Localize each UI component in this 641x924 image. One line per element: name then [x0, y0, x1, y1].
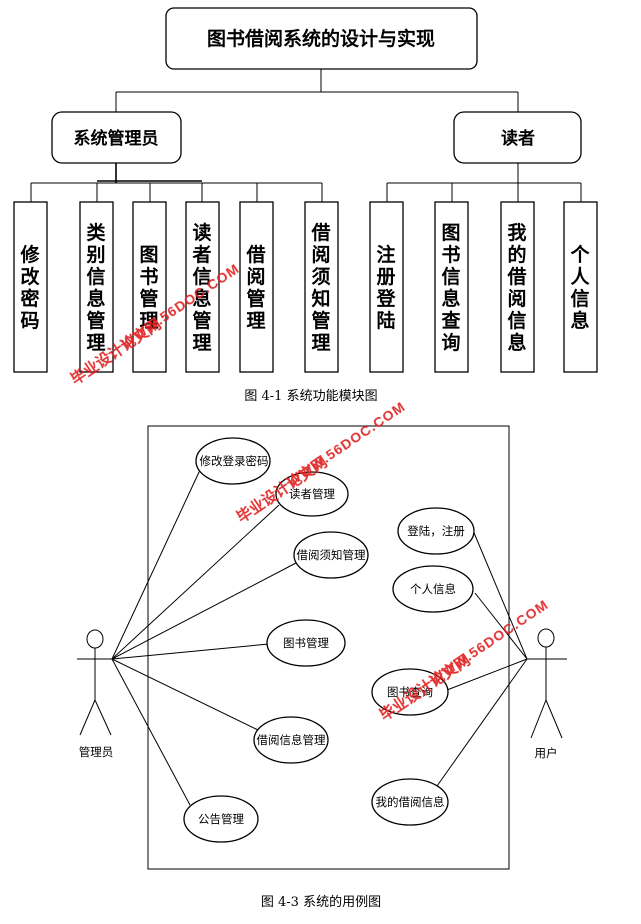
module-label-char: 信 — [86, 265, 105, 288]
module-label-char: 修 — [19, 243, 40, 266]
admin-associations — [111, 469, 297, 806]
role-node-admin-label: 系统管理员 — [74, 128, 159, 149]
root-node-label: 图书借阅系统的设计与实现 — [207, 27, 435, 50]
usecase-label: 图书管理 — [283, 636, 329, 650]
module-label-char: 别 — [85, 244, 105, 266]
module-label-char: 信 — [441, 265, 460, 288]
module-label-char: 阅 — [311, 244, 330, 266]
module-label-char: 注 — [376, 243, 395, 266]
usecase-change-password — [195, 437, 271, 485]
module-box — [132, 201, 167, 373]
module-label-char: 信 — [192, 265, 211, 288]
module-box — [79, 201, 114, 373]
module-label-char: 阅 — [246, 266, 265, 288]
usecase-label: 个人信息 — [410, 582, 456, 596]
user-associations — [436, 527, 528, 787]
module-label-char: 查 — [440, 309, 461, 332]
module-label-char: 图 — [139, 244, 158, 266]
module-label-char: 息 — [507, 331, 526, 354]
module-box — [239, 201, 274, 373]
module-label-char: 息 — [570, 309, 589, 332]
usecase-diagram: 管理员 用户 修改登录密码 读者管理 — [77, 425, 567, 910]
module-label-char: 册 — [376, 266, 395, 288]
module-box — [304, 201, 339, 373]
module-label-char: 信 — [507, 309, 526, 332]
module-label-char: 借 — [310, 221, 330, 244]
actor-user-icon — [526, 628, 567, 739]
usecase-label: 我的借阅信息 — [376, 795, 445, 809]
module-label-char: 码 — [20, 310, 39, 332]
usecase-my-borrow-info — [371, 778, 449, 826]
module-diagram: 图书借阅系统的设计与实现 系统管理员 读者 — [13, 7, 598, 404]
module-label-char: 的 — [507, 243, 526, 266]
actor-user-label: 用户 — [535, 746, 558, 760]
module-label-char: 读 — [192, 221, 211, 244]
module-label-char: 人 — [570, 266, 590, 288]
module-label-char: 管 — [246, 287, 265, 310]
module-label-char: 个 — [569, 244, 590, 266]
module-label-char: 理 — [311, 332, 330, 354]
module-label-char: 者 — [192, 244, 211, 266]
module-label-char: 询 — [441, 331, 460, 354]
module-label-char: 密 — [20, 287, 39, 310]
module-labels: 修改密码类别信息管理图书管理读者信息管理借阅管理借阅须知管理注册登陆图书信息查询… — [19, 221, 590, 354]
usecase-personal-info — [392, 565, 474, 613]
module-label-char: 书 — [441, 244, 460, 266]
module-box — [13, 201, 48, 373]
module-label-char: 息 — [441, 287, 460, 310]
usecase-notice-management — [293, 531, 369, 579]
module-label-char: 理 — [86, 332, 105, 354]
module-label-char: 管 — [192, 309, 211, 332]
module-label-char: 信 — [570, 287, 589, 310]
usecase-reader-management — [275, 471, 349, 517]
usecase-notice-announcement — [183, 795, 259, 843]
module-label-char: 管 — [311, 309, 330, 332]
module-label-char: 借 — [245, 243, 265, 266]
module-label-char: 知 — [311, 287, 330, 310]
module-label-char: 陆 — [376, 309, 395, 332]
module-label-char: 我 — [507, 222, 526, 244]
module-label-char: 理 — [139, 310, 158, 332]
usecase-label: 修改登录密码 — [200, 454, 269, 468]
usecase-label: 公告管理 — [198, 812, 244, 826]
usecase-label: 读者管理 — [289, 487, 335, 501]
usecase-login-register — [397, 507, 475, 555]
figure-caption-4-3: 图 4-3 系统的用例图 — [261, 894, 381, 910]
actor-admin-label: 管理员 — [79, 745, 114, 759]
usecase-label: 登陆，注册 — [407, 524, 465, 538]
module-label-char: 阅 — [507, 288, 526, 310]
module-label-char: 管 — [139, 287, 158, 310]
module-label-char: 借 — [506, 265, 526, 288]
module-box — [563, 201, 598, 373]
actor-admin-icon — [77, 629, 114, 736]
module-label-char: 登 — [375, 287, 396, 310]
module-label-char: 须 — [311, 266, 330, 288]
module-box — [369, 201, 404, 373]
module-label-char: 管 — [86, 309, 105, 332]
module-label-char: 图 — [441, 222, 460, 244]
module-label-char: 息 — [86, 287, 105, 310]
usecase-label: 借阅信息管理 — [257, 733, 326, 747]
module-label-char: 改 — [20, 265, 40, 288]
figure-caption-4-1: 图 4-1 系统功能模块图 — [244, 389, 377, 404]
usecase-label: 图书查询 — [387, 685, 433, 699]
module-box — [185, 201, 220, 373]
module-label-char: 书 — [139, 266, 158, 288]
module-label-char: 息 — [192, 287, 211, 310]
usecase-label: 借阅须知管理 — [297, 548, 366, 562]
usecase-book-management — [266, 619, 346, 667]
usecase-borrow-info-management — [253, 716, 329, 764]
module-label-char: 类 — [86, 221, 105, 244]
role-node-reader-label: 读者 — [501, 128, 535, 149]
module-label-char: 理 — [246, 310, 265, 332]
module-box — [434, 201, 469, 373]
module-box — [500, 201, 535, 373]
usecase-book-query — [371, 668, 449, 716]
module-label-char: 理 — [192, 332, 211, 354]
